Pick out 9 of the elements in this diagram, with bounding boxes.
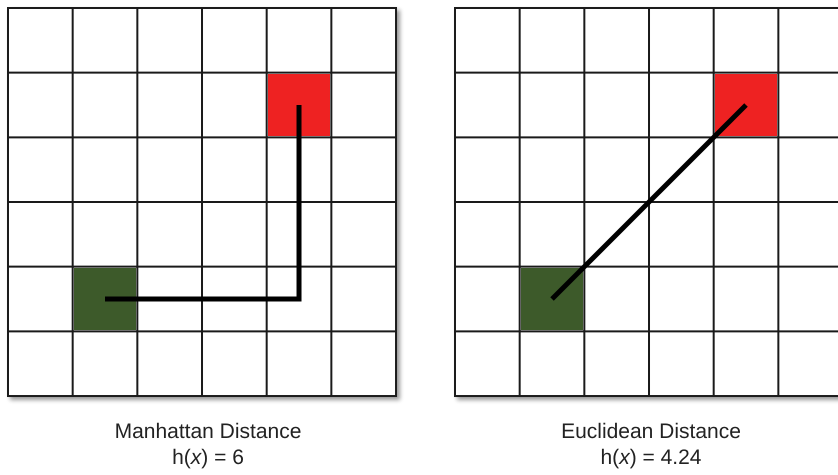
start-cell: [520, 268, 584, 330]
goal-cell: [268, 74, 330, 136]
caption: Manhattan Distance: [114, 420, 302, 444]
goal-cell: [714, 74, 778, 136]
path-line: [105, 105, 302, 302]
formula: h(x) = 6: [172, 446, 244, 470]
formula: h(x) = 4.24: [600, 446, 702, 470]
caption: Euclidean Distance: [561, 420, 741, 444]
start-cell: [74, 268, 136, 330]
